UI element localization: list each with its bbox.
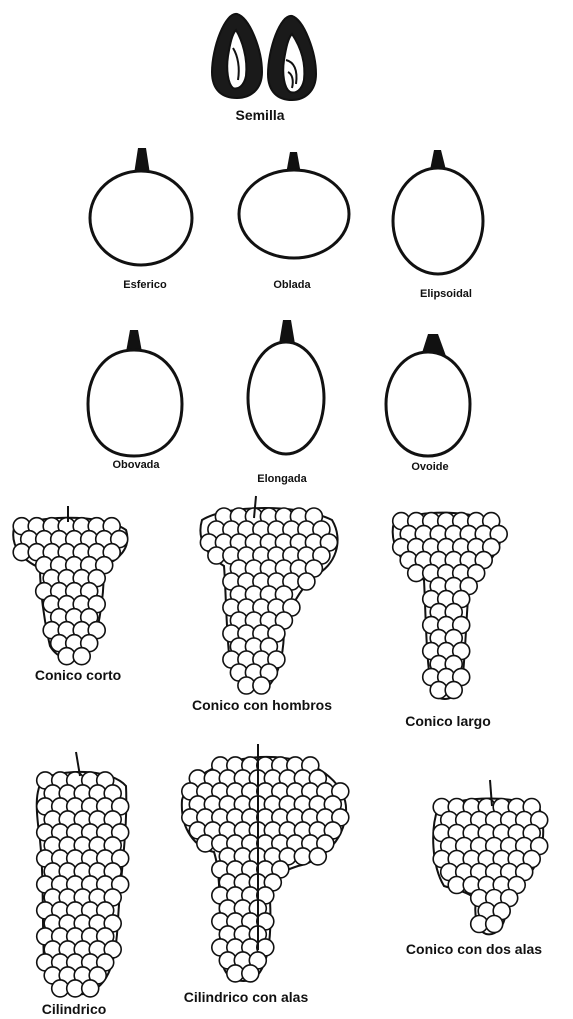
berry-esferico-outline — [90, 171, 192, 265]
berry-esferico: Esferico — [90, 148, 192, 291]
grape-berry — [445, 682, 462, 699]
cluster-cilindrico: Cilindrico — [37, 752, 129, 1017]
grape-berry — [242, 965, 259, 982]
berry-ovoide: Ovoide — [386, 334, 470, 473]
grape-berry — [298, 573, 315, 590]
cluster-label: Cilindrico con alas — [184, 989, 309, 1005]
grape-berry — [73, 648, 90, 665]
grape-berry — [486, 916, 503, 933]
berry-oblada-outline — [239, 170, 349, 258]
berry-label: Ovoide — [411, 461, 448, 473]
berry-obovada: Obovada — [88, 330, 182, 471]
seed-right-icon — [268, 16, 316, 100]
berry-elongada-outline — [248, 342, 324, 454]
cluster-conico-largo: Conico largo — [393, 513, 508, 729]
cluster-label: Cilindrico — [42, 1001, 107, 1017]
berry-label: Obovada — [112, 459, 160, 471]
berry-oblada: Oblada — [239, 152, 349, 291]
berry-obovada-outline — [88, 350, 182, 456]
grape-berry — [253, 677, 270, 694]
seed-label: Semilla — [235, 107, 284, 123]
cluster-conico-corto: Conico corto — [13, 506, 128, 683]
berry-label: Oblada — [273, 279, 311, 291]
cluster-conico-con-dos-alas: Conico con dos alas — [406, 780, 548, 957]
berry-label: Elongada — [257, 473, 307, 485]
seed-left-icon — [212, 14, 262, 98]
grape-berry — [82, 980, 99, 997]
berry-elongada: Elongada — [248, 320, 324, 485]
cluster-label: Conico corto — [35, 667, 121, 683]
seed-group: Semilla — [212, 14, 316, 123]
cluster-label: Conico largo — [405, 713, 491, 729]
berry-label: Elipsoidal — [420, 288, 472, 300]
berry-label: Esferico — [123, 279, 167, 291]
pedicel-icon — [279, 320, 295, 344]
berry-elipsoidal: Elipsoidal — [393, 150, 483, 300]
grape-berry — [309, 848, 326, 865]
cluster-cilindrico-con-alas: Cilindrico con alas — [182, 744, 349, 1005]
berry-elipsoidal-outline — [393, 168, 483, 274]
cluster-label: Conico con dos alas — [406, 941, 542, 957]
cluster-conico-con-hombros: Conico con hombros — [192, 496, 338, 713]
berry-ovoide-outline — [386, 352, 470, 456]
cluster-label: Conico con hombros — [192, 697, 332, 713]
